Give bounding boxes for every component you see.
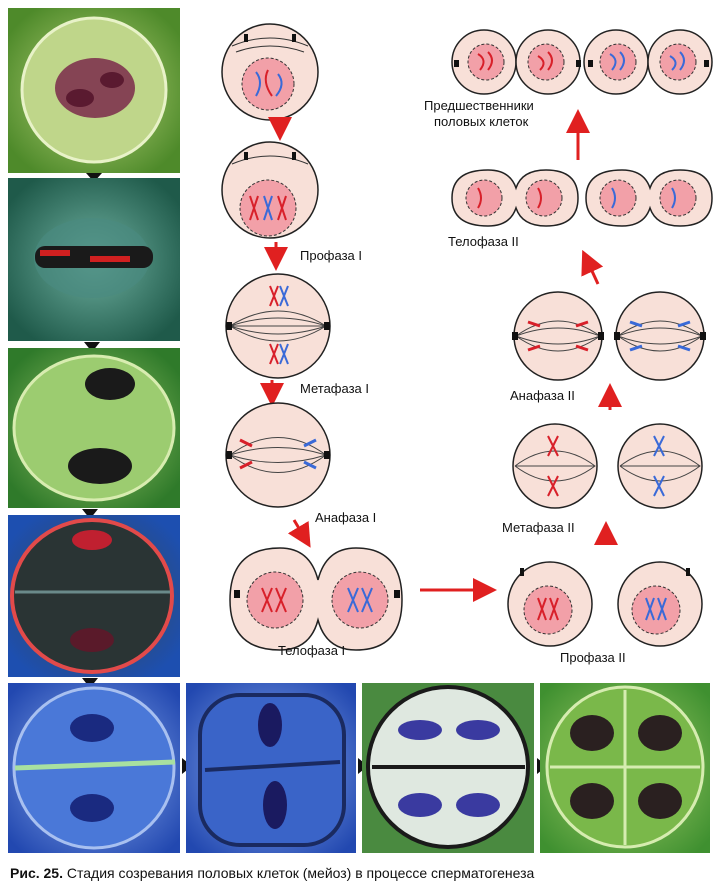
caption-prefix: Рис. 25. [10,865,63,881]
red-arrow-icon [586,258,598,284]
photo-anaphase1 [8,348,180,508]
cell-precursor-4 [648,30,712,94]
photo-prophase [8,8,180,173]
photo-metaphase1 [8,178,180,341]
red-arrow-icon [294,520,306,540]
label-telophase1: Телофаза I [278,643,345,658]
cell-telophase2-right [586,170,712,226]
cell-anaphase2-left [512,292,604,380]
label-metaphase2: Метафаза II [502,520,575,535]
cell-metaphase2-right [618,424,702,508]
figure-caption: Рис. 25. Стадия созревания половых клето… [10,865,534,881]
cell-prophase2-right [618,562,702,646]
photo-meiosis2-b [186,683,356,853]
label-anaphase2: Анафаза II [510,388,575,403]
cell-metaphase2-left [513,424,597,508]
caption-text: Стадия созревания половых клеток (мейоз)… [63,865,534,881]
cell-anaphase2-right [614,292,706,380]
cell-telophase1 [230,548,402,650]
cell-prophase2-left [508,562,592,646]
cell-metaphase1 [226,274,330,378]
cell-precursor-2 [516,30,581,94]
cell-telophase2-left [452,170,578,226]
label-anaphase1: Анафаза I [315,510,376,525]
photo-meiosis2-a [8,683,180,853]
cell-prophase1-early [222,24,318,120]
cell-prophase1 [222,142,318,238]
label-precursors-line2: половых клеток [434,114,528,129]
photo-meiosis2-c [362,683,534,853]
label-prophase1: Профаза I [300,248,362,263]
cell-precursor-3 [584,30,648,94]
label-precursors-line1: Предшественники [424,98,534,113]
label-telophase2: Телофаза II [448,234,519,249]
cell-precursor-1 [452,30,516,94]
label-metaphase1: Метафаза I [300,381,369,396]
photo-telophase1 [8,515,180,677]
photo-meiosis2-d [540,683,710,853]
cell-anaphase1 [226,403,330,507]
label-prophase2: Профаза II [560,650,626,665]
